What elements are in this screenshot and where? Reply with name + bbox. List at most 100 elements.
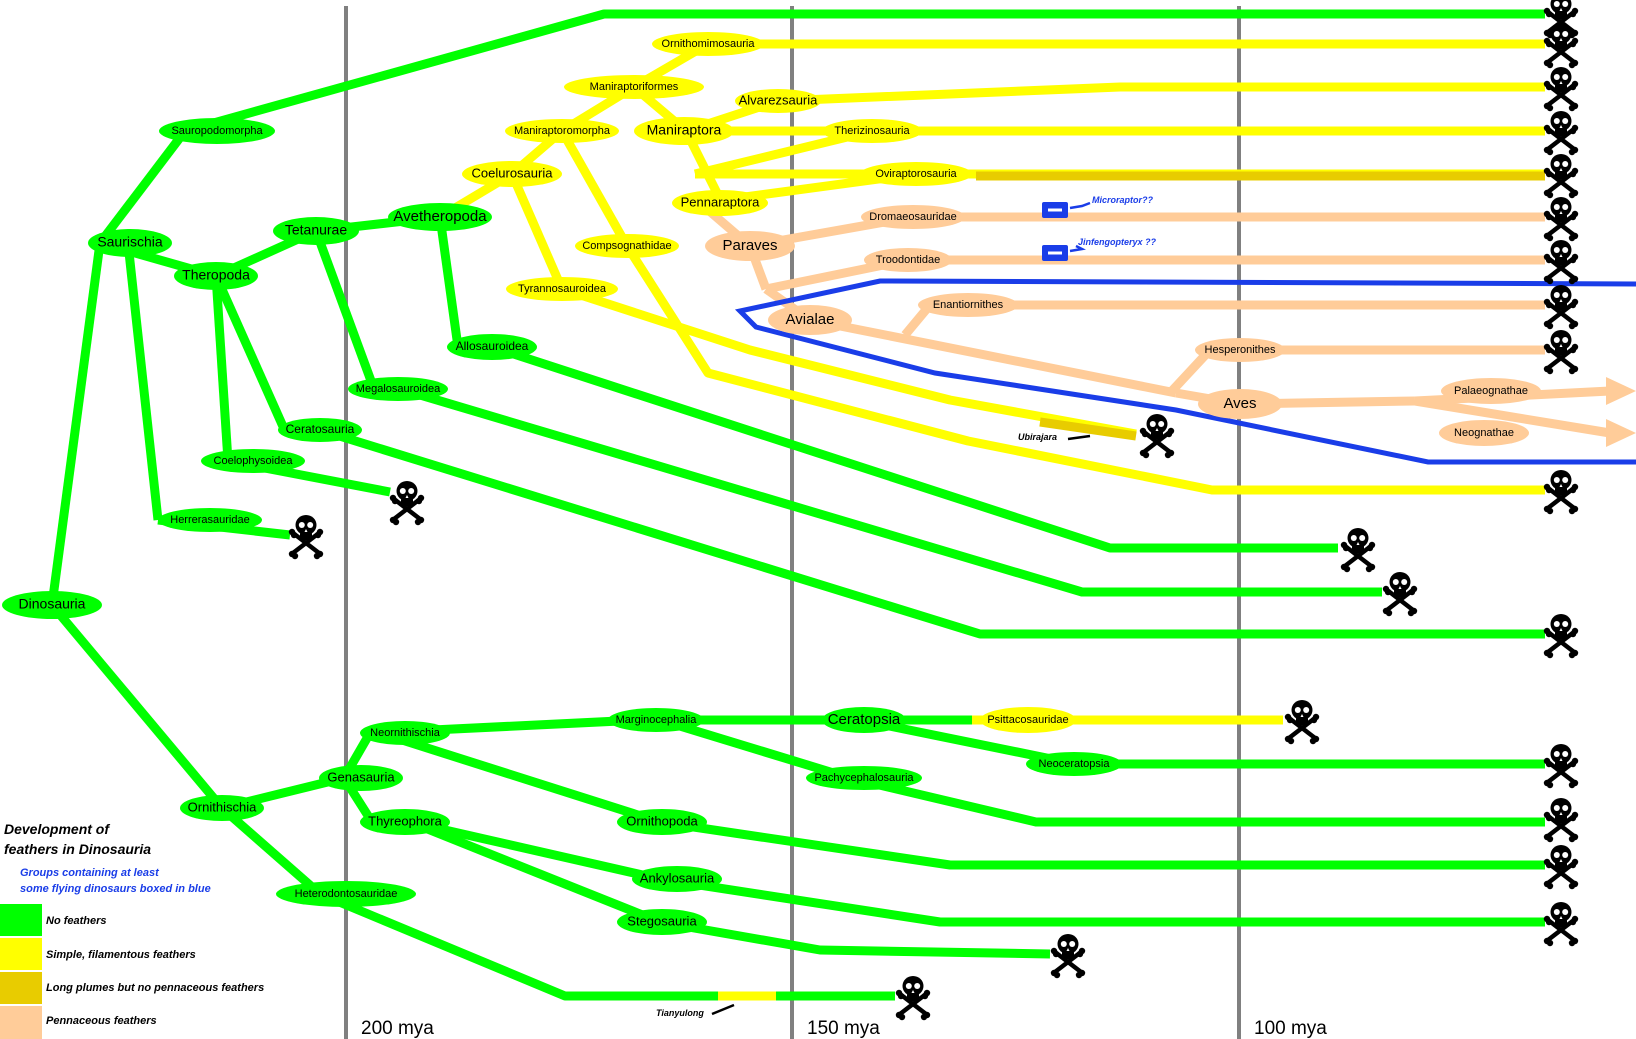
legend-title-line2: feathers in Dinosauria — [4, 841, 151, 857]
node-oviraptorosauria: Oviraptorosauria — [860, 162, 972, 186]
node-compsognathidae-label: Compsognathidae — [582, 240, 671, 252]
node-neornithischia: Neornithischia — [360, 721, 450, 745]
node-theropoda: Theropoda — [174, 262, 258, 290]
node-thyreophora: Thyreophora — [360, 809, 450, 835]
node-psittacosauridae: Psittacosauridae — [980, 707, 1076, 733]
node-maniraptora-label: Maniraptora — [647, 122, 722, 138]
time-label-100: 100 mya — [1254, 1018, 1327, 1039]
node-herrerasauridae: Herrerasauridae — [158, 508, 262, 532]
skull-and-crossbones-icon — [1544, 197, 1578, 241]
node-psittacosauridae-label: Psittacosauridae — [987, 714, 1068, 726]
node-ornithopoda: Ornithopoda — [617, 809, 707, 835]
node-ankylosauria-label: Ankylosauria — [640, 870, 715, 885]
node-sauropodomorpha-label: Sauropodomorpha — [171, 125, 263, 137]
flyers-boundary-line — [734, 278, 1636, 465]
skull-and-crossbones-icon — [1544, 67, 1578, 111]
node-enantiornithes-label: Enantiornithes — [933, 299, 1004, 311]
node-tetanurae: Tetanurae — [273, 217, 359, 245]
node-sauropodomorpha: Sauropodomorpha — [159, 118, 275, 144]
node-ornithischia: Ornithischia — [180, 795, 264, 821]
node-alvarezsauria-label: Alvarezsauria — [739, 92, 819, 107]
node-avetheropoda-label: Avetheropoda — [393, 208, 487, 225]
skull-and-crossbones-icon — [1383, 572, 1417, 616]
node-paraves-label: Paraves — [722, 237, 777, 254]
ubirajara-label: Ubirajara — [1018, 432, 1057, 442]
node-heterodontosauridae-label: Heterodontosauridae — [295, 888, 398, 900]
legend-item-simple-filaments: Simple, filamentous feathers — [46, 949, 196, 961]
node-alvarezsauria: Alvarezsauria — [735, 89, 821, 113]
skull-and-crossbones-icon — [1544, 111, 1578, 155]
skull-and-crossbones-icon — [1051, 934, 1085, 978]
node-coelurosauria-label: Coelurosauria — [472, 165, 554, 180]
skull-and-crossbones-icon — [1140, 414, 1174, 458]
node-neornithischia-label: Neornithischia — [370, 727, 441, 739]
time-label-150: 150 mya — [807, 1018, 880, 1039]
branches-long-plumes — [976, 171, 1545, 441]
node-pachycephalosauria: Pachycephalosauria — [806, 766, 922, 790]
node-ceratopsia-label: Ceratopsia — [828, 711, 901, 728]
node-stegosauria: Stegosauria — [617, 909, 707, 935]
node-dinosauria: Dinosauria — [2, 591, 102, 619]
node-genasauria-label: Genasauria — [327, 769, 395, 784]
node-dromaeosauridae: Dromaeosauridae — [861, 205, 965, 229]
legend-swatch-simple-filaments — [0, 938, 42, 970]
node-ornithopoda-label: Ornithopoda — [626, 813, 698, 828]
node-tetanurae-label: Tetanurae — [285, 222, 347, 238]
legend-subtitle-line1: Groups containing at least — [20, 867, 160, 879]
skull-and-crossbones-icon — [289, 515, 323, 559]
node-dromaeosauridae-label: Dromaeosauridae — [869, 211, 956, 223]
node-ceratopsia: Ceratopsia — [822, 707, 906, 733]
node-paraves: Paraves — [705, 231, 795, 261]
node-hesperonithes: Hesperonithes — [1195, 338, 1285, 362]
node-ornithomimosauria: Ornithomimosauria — [652, 32, 764, 56]
node-avetheropoda: Avetheropoda — [388, 203, 492, 231]
node-neognathae: Neognathae — [1439, 420, 1529, 446]
legend-item-pennaceous: Pennaceous feathers — [46, 1015, 157, 1027]
legend-subtitle-line2: some flying dinosaurs boxed in blue — [20, 883, 211, 895]
skull-and-crossbones-icon — [1544, 154, 1578, 198]
node-maniraptoromorpha: Maniraptoromorpha — [505, 119, 619, 143]
node-maniraptoriformes: Maniraptoriformes — [564, 75, 704, 99]
node-compsognathidae: Compsognathidae — [575, 234, 679, 258]
legend-swatch-pennaceous — [0, 1006, 42, 1039]
node-maniraptora: Maniraptora — [634, 117, 734, 145]
legend: Development of feathers in Dinosauria Gr… — [0, 821, 264, 1039]
clade-nodes: Dinosauria Saurischia Sauropodomorpha Th… — [2, 32, 1541, 935]
time-label-200: 200 mya — [361, 1018, 434, 1039]
legend-swatch-long-plumes — [0, 972, 42, 1004]
node-tyrannosauroidea: Tyrannosauroidea — [506, 277, 618, 301]
node-ceratosauria: Ceratosauria — [278, 418, 362, 442]
skull-and-crossbones-icon — [1285, 700, 1319, 744]
node-saurischia-label: Saurischia — [97, 234, 163, 250]
node-megalosauroidea-label: Megalosauroidea — [356, 383, 441, 395]
node-avialae-label: Avialae — [786, 311, 835, 328]
node-coelophysoidea: Coelophysoidea — [201, 449, 305, 473]
branches-no-feathers — [47, 9, 1545, 1001]
node-heterodontosauridae: Heterodontosauridae — [276, 881, 416, 907]
node-palaeognathae: Palaeognathae — [1441, 378, 1541, 404]
node-maniraptoromorpha-label: Maniraptoromorpha — [514, 125, 611, 137]
skull-and-crossbones-icon — [390, 481, 424, 525]
skull-and-crossbones-icon — [1544, 845, 1578, 889]
node-pennaraptora-label: Pennaraptora — [681, 194, 761, 209]
time-labels: 200 mya 150 mya 100 mya — [361, 1018, 1327, 1039]
node-ceratosauria-label: Ceratosauria — [286, 422, 355, 436]
node-avialae: Avialae — [768, 305, 852, 335]
legend-title-line1: Development of — [4, 821, 110, 837]
fossil-markers: Microraptor?? Jinfengopteryx ?? Ubirajar… — [656, 195, 1157, 1018]
skull-and-crossbones-icon — [1544, 240, 1578, 284]
node-thyreophora-label: Thyreophora — [368, 813, 442, 828]
skull-and-crossbones-icon — [896, 976, 930, 1020]
skull-and-crossbones-icon — [1544, 330, 1578, 374]
microraptor-label: Microraptor?? — [1092, 195, 1154, 205]
skull-and-crossbones-icon — [1341, 528, 1375, 572]
node-hesperonithes-label: Hesperonithes — [1205, 344, 1276, 356]
node-genasauria: Genasauria — [319, 765, 403, 791]
node-pennaraptora: Pennaraptora — [672, 190, 768, 216]
time-grid — [344, 6, 1241, 1039]
node-marginocephalia-label: Marginocephalia — [616, 714, 698, 726]
node-troodontidae-label: Troodontidae — [876, 254, 940, 266]
node-dinosauria-label: Dinosauria — [19, 596, 86, 612]
skull-and-crossbones-icon — [1544, 902, 1578, 946]
node-palaeognathae-label: Palaeognathae — [1454, 385, 1528, 397]
